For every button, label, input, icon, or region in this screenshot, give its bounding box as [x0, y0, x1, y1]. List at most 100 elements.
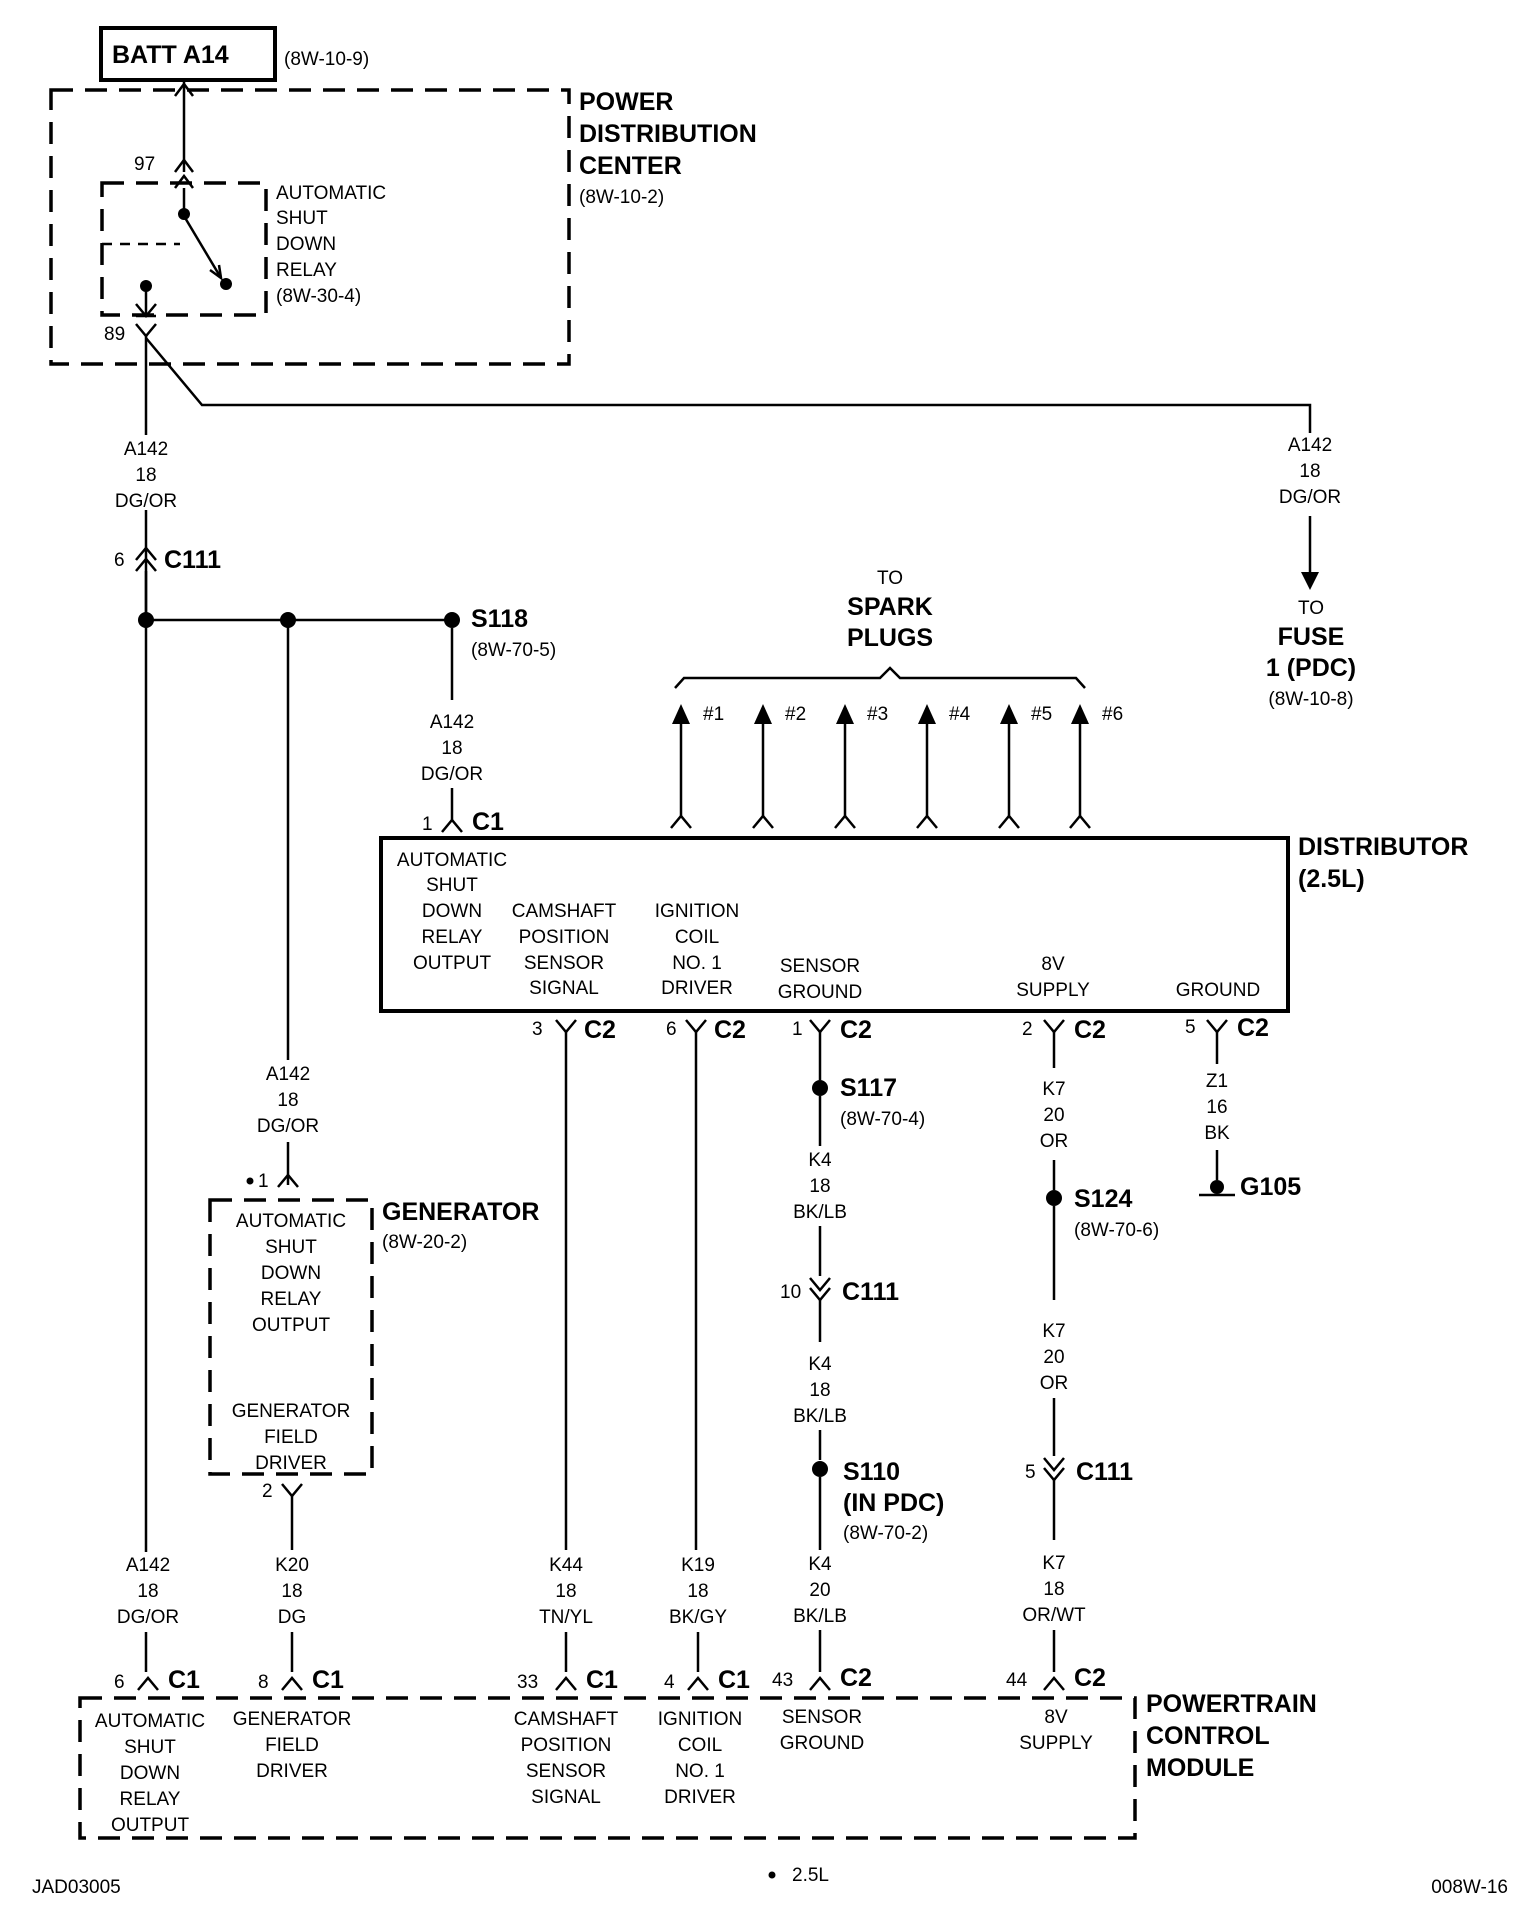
svg-text:POWERTRAIN: POWERTRAIN	[1146, 1690, 1317, 1718]
svg-text:16: 16	[1206, 1097, 1227, 1118]
wire-label-k4-18: K4 18 BK/LB	[793, 1150, 847, 1223]
svg-text:SIGNAL: SIGNAL	[531, 1787, 601, 1808]
svg-text:TO: TO	[1298, 598, 1324, 619]
generator-box[interactable]	[208, 1198, 374, 1476]
c111-mid-connector[interactable]: 10 C111	[780, 1277, 899, 1306]
pcm-pin-6[interactable]: 6 C1	[114, 1666, 200, 1694]
fuse-label[interactable]: TO FUSE 1 (PDC) (8W-10-8)	[1266, 598, 1356, 710]
svg-text:AUTOMATIC: AUTOMATIC	[397, 850, 507, 871]
pcm-ign-label: IGNITION COIL NO. 1 DRIVER	[658, 1709, 742, 1808]
svg-text:SHUT: SHUT	[426, 875, 478, 896]
dist-c2-pin6[interactable]: 6 C2	[666, 1016, 746, 1044]
wire-label-a142-pcm: A142 18 DG/OR	[112, 1552, 180, 1632]
batt-a14-block[interactable]: BATT A14	[99, 26, 277, 82]
svg-text:C111: C111	[164, 546, 221, 574]
pcm-pin-43[interactable]: 43 C2	[772, 1664, 872, 1692]
wire-label-k4-18-b: K4 18 BK/LB	[793, 1354, 847, 1427]
svg-text:RELAY: RELAY	[422, 927, 483, 948]
svg-text:S110: S110	[843, 1458, 900, 1486]
asd-relay-label: AUTOMATIC SHUT DOWN RELAY (8W-30-4)	[276, 183, 386, 307]
wire-label-z1: Z1 16 BK	[1204, 1071, 1230, 1144]
svg-text:DG/OR: DG/OR	[117, 1607, 179, 1628]
svg-text:DISTRIBUTION: DISTRIBUTION	[579, 120, 757, 148]
svg-text:6: 6	[666, 1019, 677, 1040]
svg-text:18: 18	[809, 1176, 830, 1197]
pcm-box[interactable]	[78, 1696, 1137, 1840]
svg-text:18: 18	[1043, 1579, 1064, 1600]
c111-top-connector[interactable]: 6 C111	[114, 546, 221, 574]
spark-plug-label-2: #2	[785, 704, 806, 725]
svg-text:SENSOR: SENSOR	[526, 1761, 606, 1782]
svg-text:DISTRIBUTOR: DISTRIBUTOR	[1298, 833, 1468, 861]
svg-text:K20: K20	[275, 1555, 309, 1576]
g105-ground-icon[interactable]: G105	[1199, 1173, 1301, 1201]
distributor-box[interactable]	[379, 836, 1290, 1013]
dist-ground-label: GROUND	[1176, 980, 1260, 1001]
svg-text:DG/OR: DG/OR	[421, 764, 483, 785]
svg-text:(8W-70-5): (8W-70-5)	[471, 640, 556, 661]
svg-text:C2: C2	[1237, 1014, 1269, 1042]
svg-text:6: 6	[114, 550, 125, 571]
dist-c2-pin1[interactable]: 1 C2	[792, 1016, 872, 1044]
footer-legend: 2.5L	[768, 1865, 829, 1886]
svg-text:DOWN: DOWN	[276, 234, 336, 255]
gen-pin2-connector[interactable]: 2	[262, 1481, 303, 1502]
svg-text:AUTOMATIC: AUTOMATIC	[95, 1711, 205, 1732]
svg-text:BK/LB: BK/LB	[793, 1202, 847, 1223]
svg-text:S117: S117	[840, 1074, 897, 1102]
svg-text:10: 10	[780, 1282, 801, 1303]
pcm-pin-4[interactable]: 4 C1	[664, 1666, 750, 1694]
svg-text:33: 33	[517, 1672, 538, 1693]
s117-splice[interactable]: S117 (8W-70-4)	[812, 1074, 925, 1130]
wire-label-k44: K44 18 TN/YL	[530, 1552, 602, 1632]
svg-text:S118: S118	[471, 605, 528, 633]
svg-text:SHUT: SHUT	[265, 1237, 317, 1258]
gen-pin1-connector[interactable]: 1	[246, 1171, 299, 1192]
dist-c2-pin5[interactable]: 5 C2	[1185, 1014, 1269, 1042]
asd-relay-box[interactable]	[100, 181, 268, 317]
svg-text:CAMSHAFT: CAMSHAFT	[514, 1709, 619, 1730]
svg-text:1: 1	[792, 1019, 803, 1040]
svg-text:OUTPUT: OUTPUT	[252, 1315, 331, 1336]
s110-splice[interactable]: S110 (IN PDC) (8W-70-2)	[812, 1458, 944, 1544]
svg-text:FUSE: FUSE	[1278, 623, 1345, 651]
svg-text:IGNITION: IGNITION	[658, 1709, 742, 1730]
svg-text:OUTPUT: OUTPUT	[413, 953, 492, 974]
pdc-box[interactable]	[49, 88, 571, 366]
dist-c1-connector[interactable]: 1 C1	[422, 808, 504, 836]
svg-text:BK/LB: BK/LB	[793, 1606, 847, 1627]
svg-text:3: 3	[532, 1019, 543, 1040]
svg-text:C1: C1	[312, 1666, 344, 1694]
svg-text:(8W-30-4): (8W-30-4)	[276, 286, 361, 307]
wire-label-a142-s118: A142 18 DG/OR	[421, 712, 483, 785]
splice-bus	[138, 612, 452, 1060]
svg-text:SIGNAL: SIGNAL	[529, 978, 599, 999]
c111-low-connector[interactable]: 5 C111	[1025, 1457, 1133, 1486]
svg-text:K4: K4	[808, 1150, 832, 1171]
svg-text:(IN PDC): (IN PDC)	[843, 1489, 944, 1517]
s124-splice[interactable]: S124 (8W-70-6)	[1046, 1185, 1159, 1241]
svg-text:SHUT: SHUT	[124, 1737, 176, 1758]
svg-text:5: 5	[1025, 1462, 1036, 1483]
gen-field-label: GENERATOR FIELD DRIVER	[232, 1401, 351, 1474]
s118-splice[interactable]: S118 (8W-70-5)	[444, 605, 556, 661]
svg-text:8V: 8V	[1044, 1707, 1068, 1728]
svg-text:GENERATOR: GENERATOR	[232, 1401, 351, 1422]
svg-text:18: 18	[809, 1380, 830, 1401]
svg-text:2.5L: 2.5L	[792, 1865, 829, 1886]
svg-text:8V: 8V	[1041, 954, 1065, 975]
wire-a142-main	[144, 336, 1312, 1672]
dist-c2-pin2[interactable]: 2 C2	[1022, 1016, 1106, 1044]
pcm-pin-44[interactable]: 44 C2	[1006, 1664, 1106, 1692]
dist-c2-pin3[interactable]: 3 C2	[532, 1016, 616, 1044]
svg-text:2: 2	[1022, 1019, 1033, 1040]
pcm-pin-33[interactable]: 33 C1	[517, 1666, 618, 1694]
svg-text:C2: C2	[714, 1016, 746, 1044]
pcm-sensor-ground-label: SENSOR GROUND	[780, 1707, 864, 1754]
svg-text:20: 20	[1043, 1347, 1064, 1368]
svg-text:18: 18	[281, 1581, 302, 1602]
pcm-pin-8[interactable]: 8 C1	[258, 1666, 344, 1694]
svg-text:18: 18	[277, 1090, 298, 1111]
svg-text:G105: G105	[1240, 1173, 1301, 1201]
